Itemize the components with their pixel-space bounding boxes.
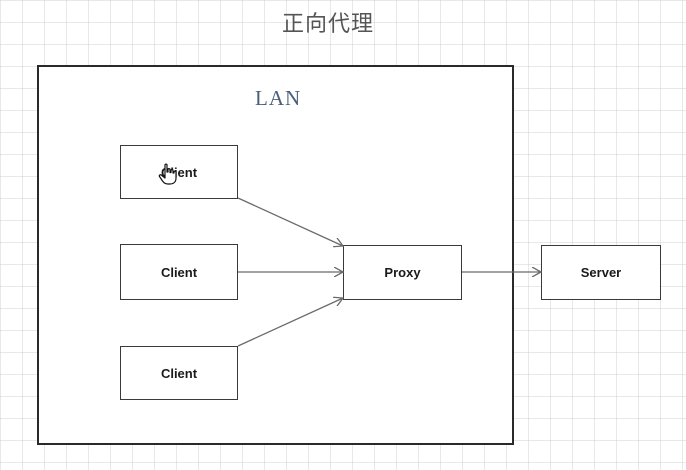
client-box-1[interactable]: Client bbox=[120, 145, 238, 199]
client-label-2: Client bbox=[160, 264, 198, 280]
proxy-label: Proxy bbox=[384, 265, 421, 280]
server-label: Server bbox=[580, 265, 622, 280]
lan-label: LAN bbox=[255, 86, 302, 110]
client-box-3[interactable]: Client bbox=[120, 346, 238, 400]
client-box-2[interactable]: Client bbox=[120, 244, 238, 300]
proxy-box[interactable]: Proxy bbox=[343, 245, 462, 300]
client-label-3: Client bbox=[160, 365, 198, 381]
diagram-title: 正向代理 bbox=[281, 12, 374, 37]
hand-pointer-icon bbox=[158, 163, 177, 185]
server-box[interactable]: Server bbox=[541, 245, 661, 300]
